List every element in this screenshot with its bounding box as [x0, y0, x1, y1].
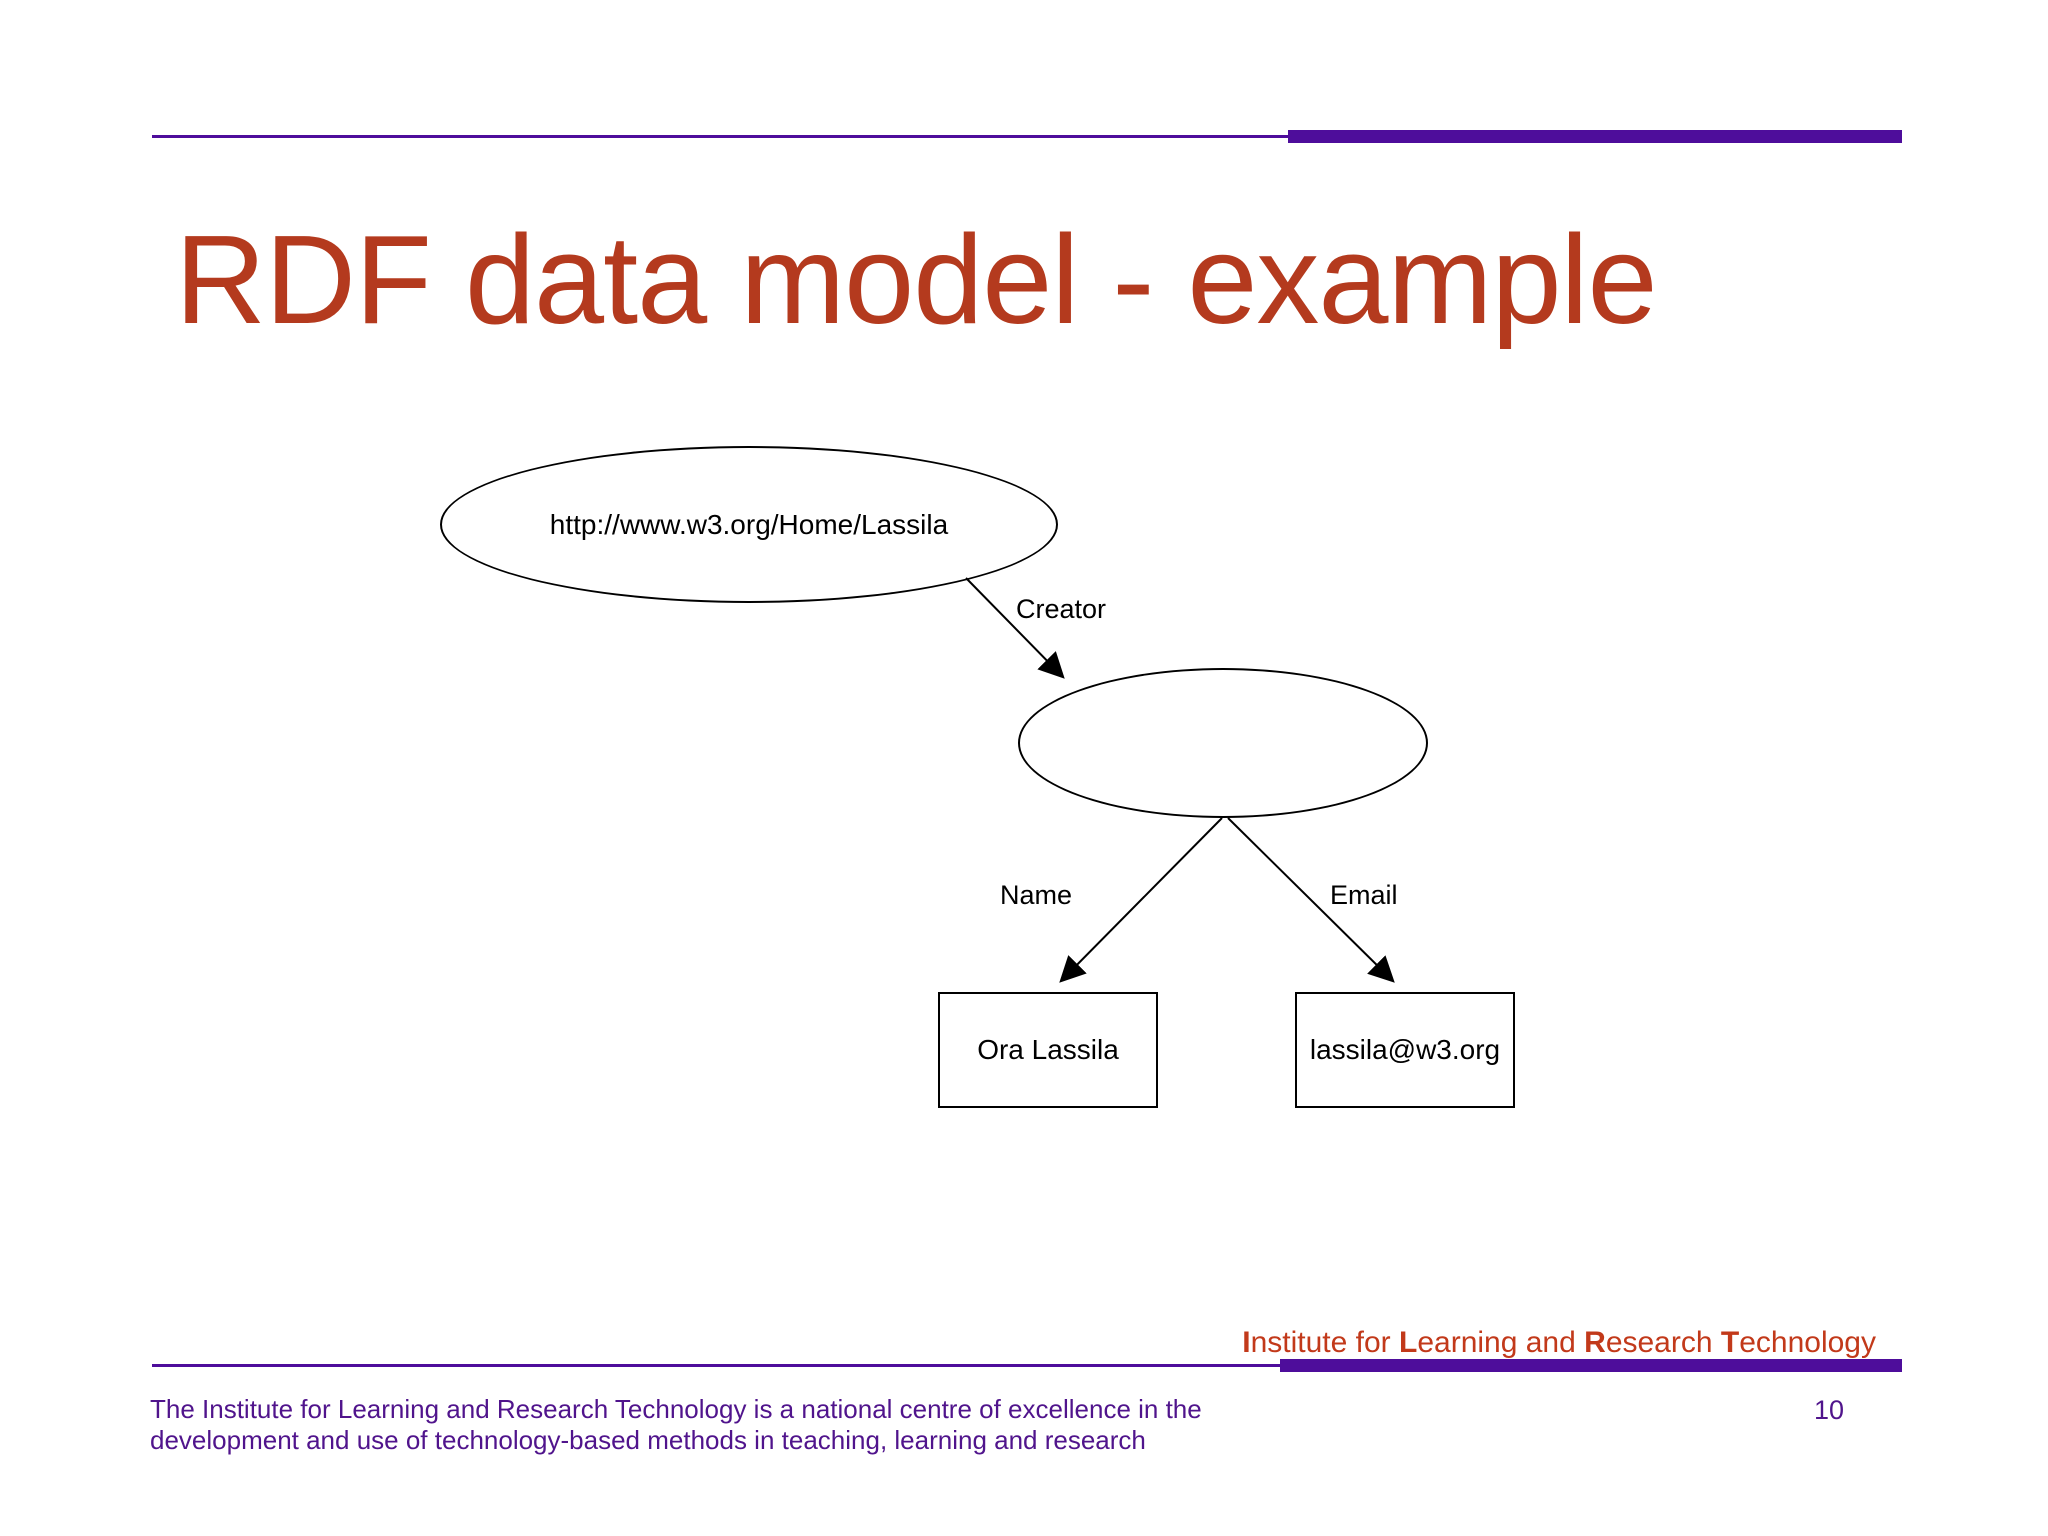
email-literal-text: lassila@w3.org [1309, 1034, 1501, 1065]
subject-resource-node: http://www.w3.org/Home/Lassila [440, 446, 1058, 603]
institute-segment: L [1399, 1326, 1418, 1359]
institute-segment: T [1720, 1326, 1740, 1359]
bottom-rule-thick [1280, 1359, 1902, 1372]
name-arrow [1059, 817, 1223, 983]
email-literal-node: lassila@w3.org [1295, 992, 1515, 1108]
footer-description-line1: The Institute for Learning and Research … [150, 1394, 1202, 1424]
name-literal-text: Ora Lassila [977, 1034, 1119, 1065]
bottom-rule-thin [152, 1364, 1280, 1367]
institute-segment: esearch [1605, 1326, 1721, 1359]
institute-segment: nstitute for [1250, 1326, 1399, 1359]
institute-segment: R [1584, 1326, 1606, 1359]
creator-arrow [965, 577, 1065, 679]
subject-uri-text: http://www.w3.org/Home/Lassila [549, 508, 949, 540]
creator-edge-label: Creator [1016, 594, 1107, 624]
email-edge-label: Email [1330, 880, 1398, 910]
blank-resource-node [1018, 668, 1428, 818]
page-number: 10 [1814, 1395, 1845, 1425]
footer-description-line2: development and use of technology-based … [150, 1425, 1146, 1455]
institute-segment: I [1242, 1326, 1251, 1359]
top-rule-thick [1288, 130, 1902, 143]
institute-wordmark: Institute for Learning and Research Tech… [1242, 1326, 1876, 1360]
footer-description: The Institute for Learning and Research … [150, 1394, 1202, 1456]
page-title: RDF data model - example [175, 209, 1658, 350]
name-literal-node: Ora Lassila [938, 992, 1158, 1108]
institute-segment: earning and [1417, 1326, 1585, 1359]
institute-segment: echnology [1739, 1326, 1876, 1359]
top-rule-thin [152, 135, 1288, 138]
name-edge-label: Name [1000, 880, 1073, 910]
